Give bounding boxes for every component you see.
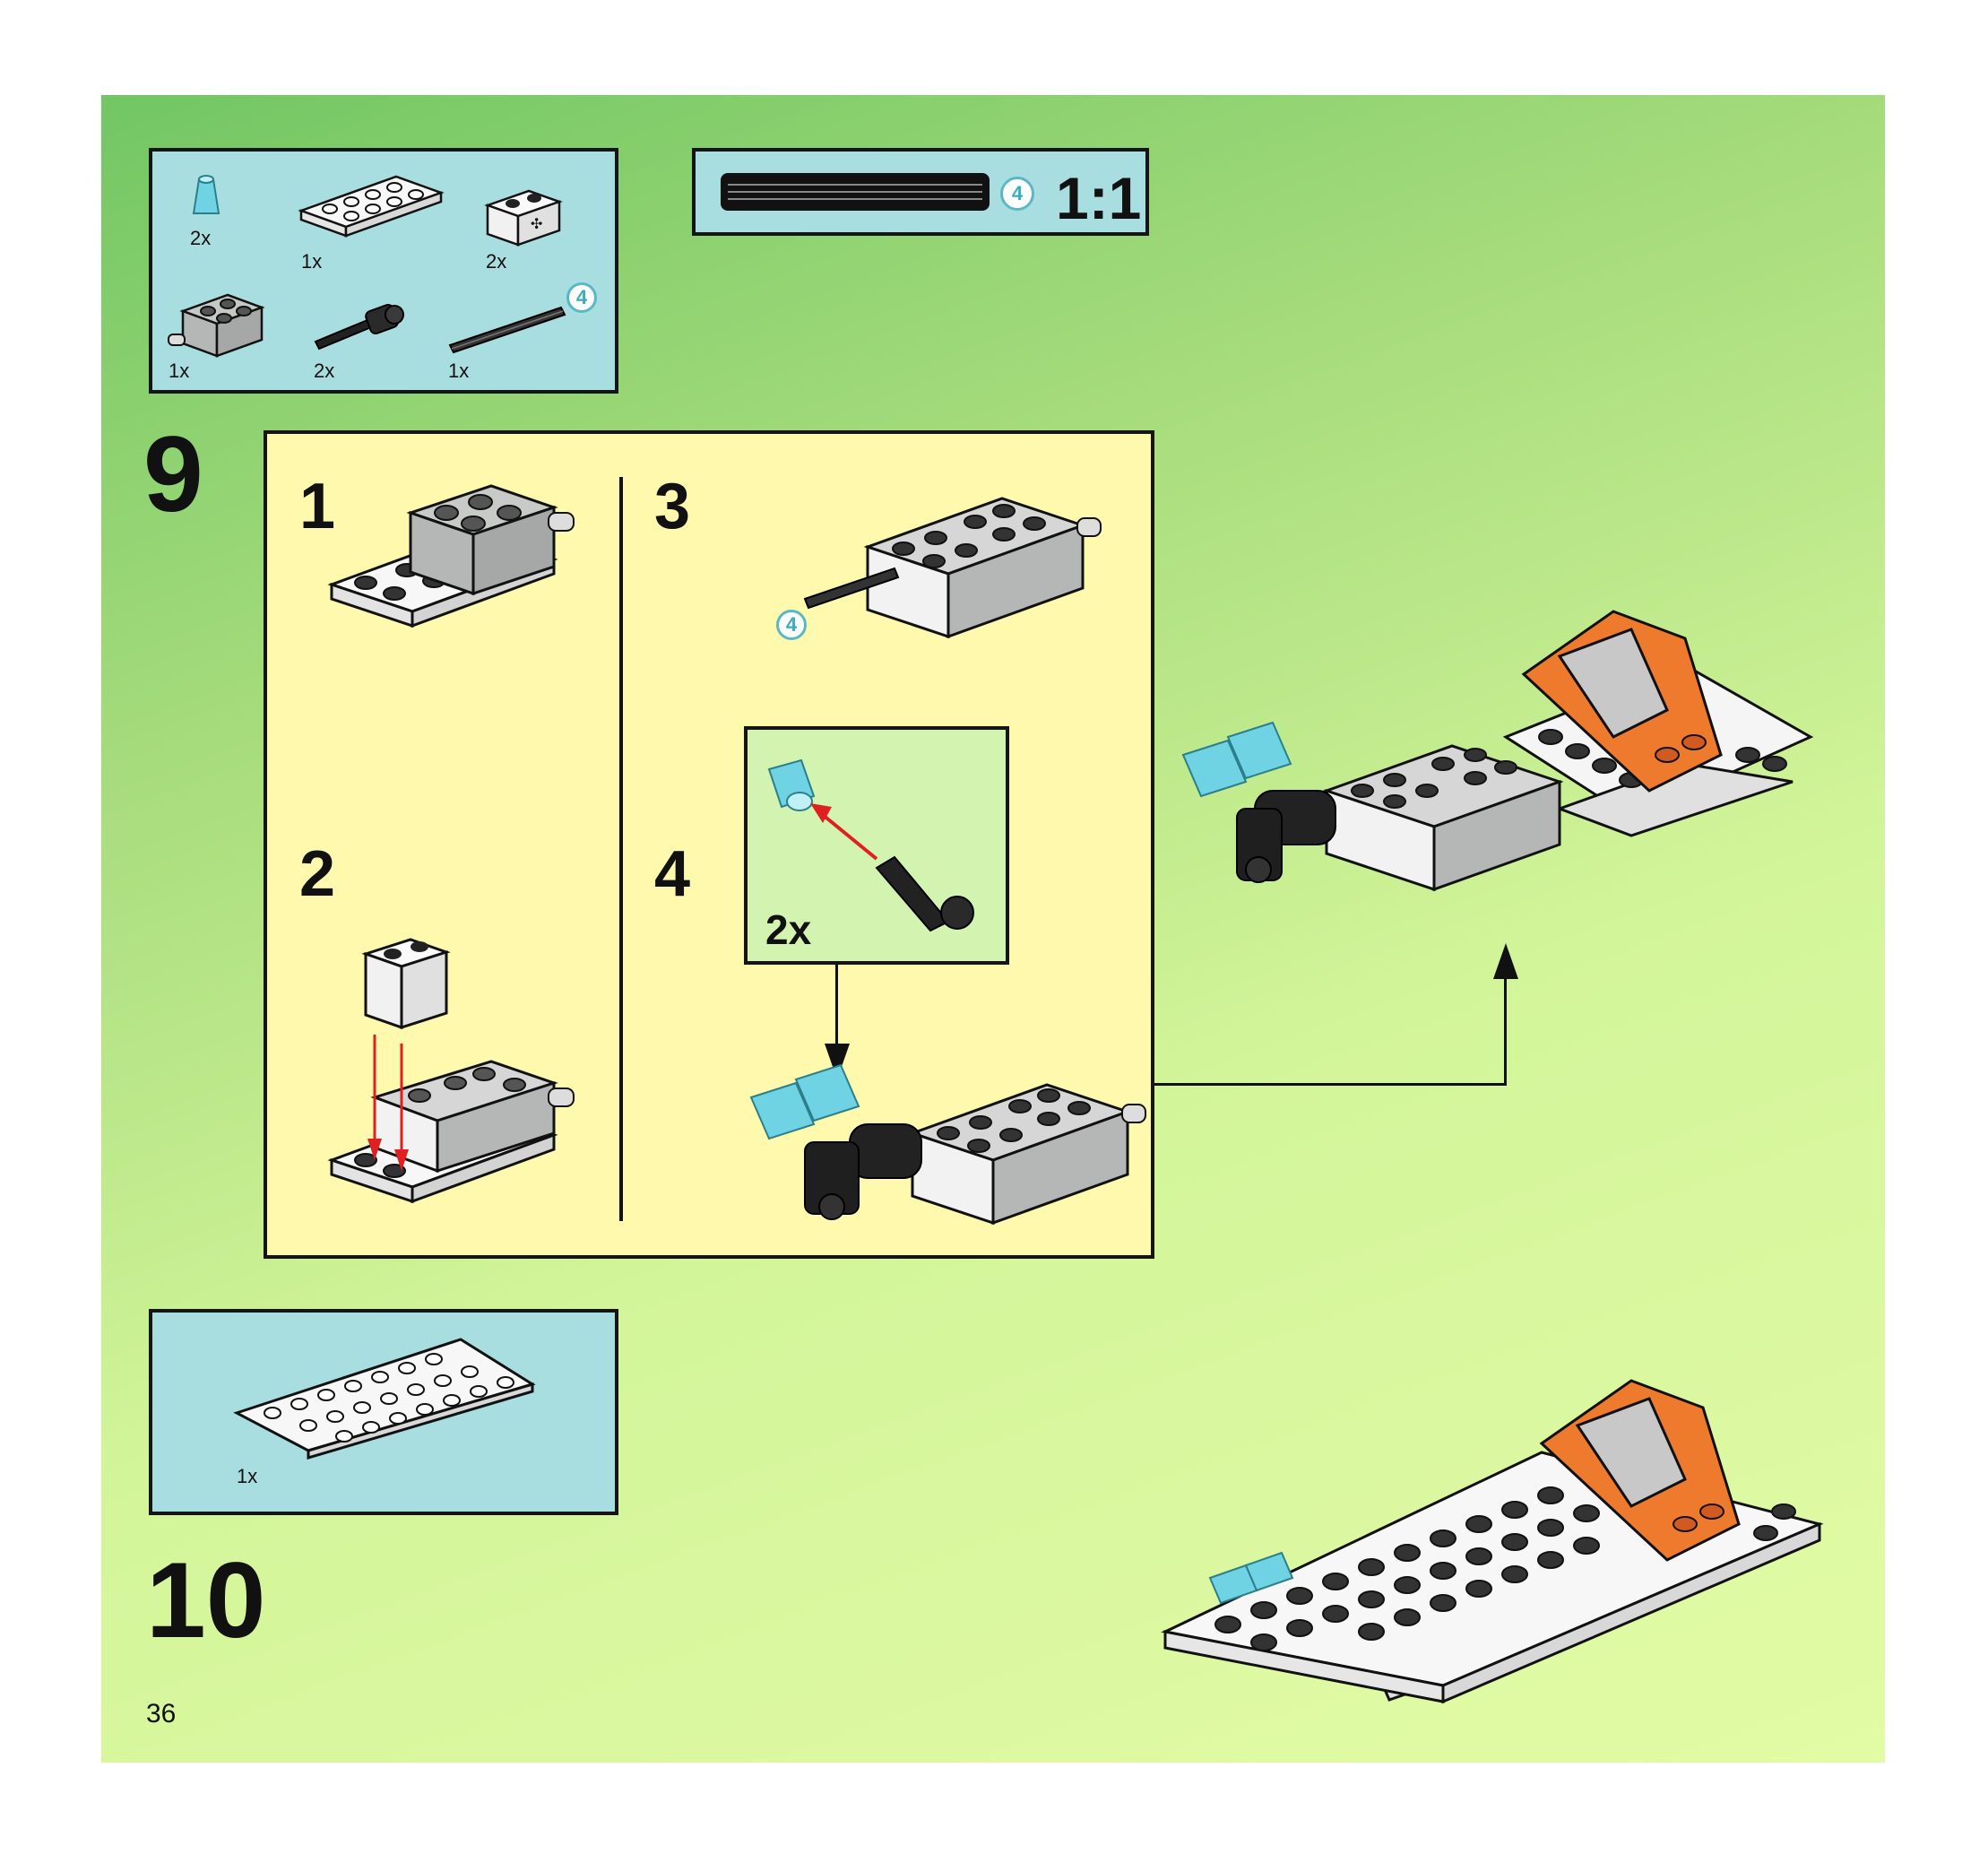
part-qty: 2x — [314, 360, 334, 383]
axle-length-badge: 4 — [1000, 177, 1034, 211]
step9-parts-list: 2x 1x ✣ 2x 1x 2x — [149, 148, 618, 394]
step9-main-model-illustration — [1183, 602, 1828, 961]
white-brick-icon: ✣ — [486, 186, 563, 248]
substep1-model-illustration — [330, 477, 581, 638]
white-wedge-plate-icon — [237, 1339, 541, 1465]
step10-model-illustration — [1156, 1363, 1837, 1739]
substep-number: 2 — [299, 837, 335, 911]
step9-connector-line — [1154, 1083, 1506, 1086]
connector-assembly-illustration — [760, 751, 993, 931]
substep-number: 3 — [654, 470, 690, 543]
step9-substeps-panel: 1 2 3 4 — [264, 430, 1154, 1259]
trans-blue-cone-icon — [188, 174, 224, 219]
scale-label: 1:1 — [1056, 164, 1141, 232]
axle-length-badge: 4 — [566, 282, 597, 313]
substep3-model-illustration — [769, 475, 1110, 654]
step-number-10: 10 — [146, 1538, 265, 1662]
gray-brick-icon — [165, 284, 267, 361]
substep2-model-illustration — [330, 936, 590, 1223]
part-qty: 1x — [169, 360, 189, 383]
part-qty: 1x — [237, 1465, 257, 1488]
callout-arrow-line — [835, 965, 838, 1045]
axle-scale-icon — [719, 171, 991, 212]
axle-icon — [448, 295, 574, 358]
part-qty: 1x — [301, 250, 322, 273]
step-number-9: 9 — [143, 412, 203, 536]
substep4-model-illustration — [742, 1044, 1137, 1241]
axle-length-badge: 4 — [776, 610, 807, 640]
part-qty: 2x — [486, 250, 506, 273]
step10-parts-list: 1x — [149, 1309, 618, 1515]
substep-number: 4 — [654, 837, 690, 911]
white-plate-icon — [301, 177, 445, 239]
part-qty: 1x — [448, 360, 469, 383]
axle-scale-reference: 4 1:1 — [692, 148, 1149, 236]
substep4-callout: 2x — [744, 726, 1009, 965]
black-connector-icon — [314, 300, 412, 354]
part-qty: 2x — [190, 227, 211, 250]
step9-connector-line-up — [1504, 970, 1507, 1086]
page-number: 36 — [146, 1699, 176, 1729]
callout-qty: 2x — [765, 906, 811, 954]
svg-text:✣: ✣ — [531, 215, 542, 232]
substep-divider — [619, 477, 623, 1221]
